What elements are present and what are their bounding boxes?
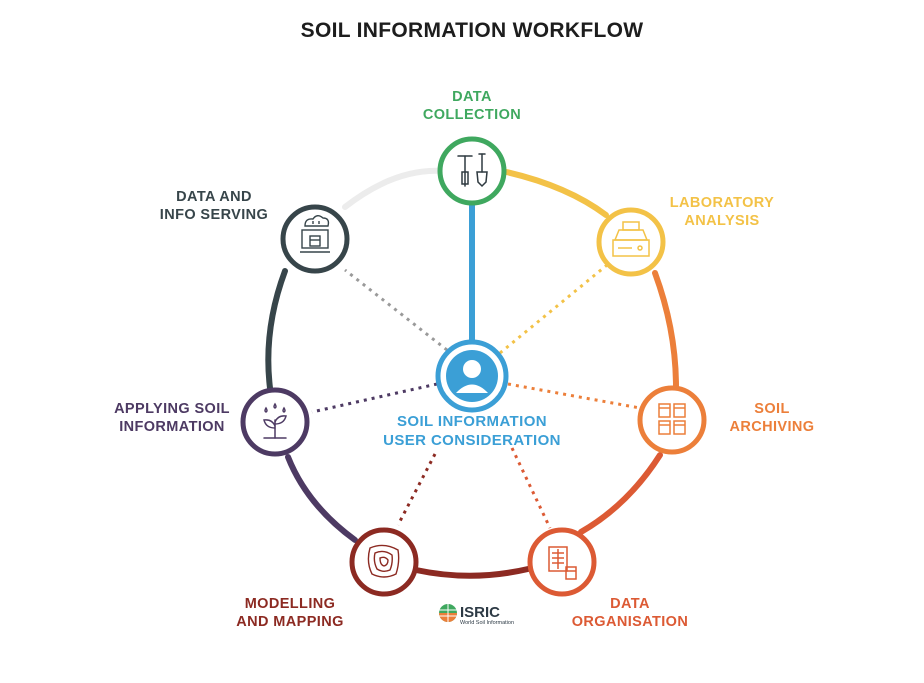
- archive-jars-icon: [658, 403, 686, 435]
- spoke-modelling-and-mapping: [396, 453, 437, 526]
- plant-sprout-icon: [263, 402, 287, 439]
- label-data-and-info-serving-line1: DATA AND: [176, 189, 252, 205]
- workflow-ring: [265, 167, 679, 579]
- label-applying-soil-information-line2: INFORMATION: [119, 419, 225, 435]
- spoke-soil-archiving: [507, 382, 641, 410]
- center-label-line1: SOIL INFORMATION: [397, 413, 547, 430]
- center-node: [435, 339, 509, 413]
- spoke-data-organisation: [510, 447, 552, 529]
- user-icon: [446, 350, 498, 402]
- contour-map-icon: [367, 544, 400, 578]
- ring-arc-archiving-organisation: [578, 452, 663, 535]
- label-soil-archiving-line2: ARCHIVING: [730, 419, 815, 435]
- spoke-laboratory-analysis: [499, 263, 608, 355]
- label-modelling-and-mapping-line2: AND MAPPING: [236, 614, 344, 630]
- ring-arc-serving-collection: [342, 167, 446, 210]
- spokes: [311, 203, 641, 529]
- label-modelling-and-mapping-line1: MODELLING: [245, 596, 336, 612]
- globe-icon: [439, 604, 457, 622]
- label-applying-soil-information-line1: APPLYING SOIL: [114, 401, 230, 417]
- spoke-applying-soil-information: [311, 382, 438, 414]
- label-soil-archiving-line1: SOIL: [754, 401, 789, 417]
- cloud-server-icon: [300, 215, 330, 253]
- page-title: SOIL INFORMATION WORKFLOW: [301, 19, 644, 42]
- ring-arc-collection-laboratory: [499, 168, 609, 218]
- node-soil-archiving: [637, 385, 707, 455]
- label-data-organisation-line1: DATA: [610, 596, 650, 612]
- ring-arc-modelling-applying: [285, 454, 358, 543]
- ring-arc-laboratory-archiving: [652, 270, 679, 390]
- label-laboratory-analysis-line1: LABORATORY: [670, 195, 774, 211]
- label-data-collection-line1: DATA: [452, 89, 492, 105]
- soil-tools-icon: [457, 153, 488, 188]
- data-sheets-icon: [548, 546, 577, 580]
- node-modelling-and-mapping: [349, 527, 419, 597]
- ring-arc-organisation-modelling: [413, 566, 531, 579]
- label-data-collection-line2: COLLECTION: [423, 107, 521, 123]
- node-applying-soil-information: [240, 387, 310, 457]
- center-label-line2: USER CONSIDERATION: [383, 432, 561, 449]
- label-data-and-info-serving-line2: INFO SERVING: [160, 207, 268, 223]
- spoke-data-and-info-serving: [344, 268, 448, 352]
- node-data-organisation: [527, 527, 597, 597]
- node-data-and-info-serving: [280, 204, 350, 274]
- node-data-collection: [437, 136, 507, 206]
- logo-name: ISRIC: [460, 604, 500, 621]
- lab-instrument-icon: [612, 221, 650, 257]
- label-data-organisation-line2: ORGANISATION: [572, 614, 689, 630]
- logo-tagline: World Soil Information: [460, 620, 514, 626]
- isric-logo: ISRIC World Soil Information: [439, 604, 514, 626]
- ring-arc-applying-serving: [265, 268, 288, 391]
- label-laboratory-analysis-line2: ANALYSIS: [684, 213, 759, 229]
- node-laboratory-analysis: [596, 207, 666, 277]
